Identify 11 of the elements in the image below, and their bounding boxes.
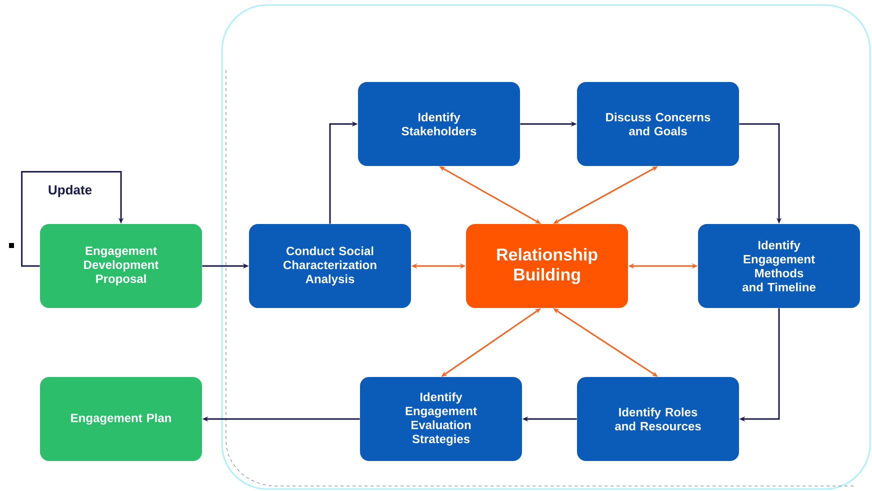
process-box: Engagement Development Proposal [40, 224, 202, 308]
process-box: Identify Engagement Evaluation Strategies [360, 377, 522, 461]
terminal-box: Engagement Plan [40, 377, 202, 461]
edge-label: Update [46, 184, 94, 198]
process-box: Identify Roles and Resources [577, 377, 739, 461]
central-box: Relationship Building [466, 224, 628, 308]
arrow [21, 171, 124, 267]
process-box: Identify Stakeholders [358, 82, 520, 166]
process-box: Identify Engagement Methods and Timeline [698, 224, 860, 308]
process-box: Conduct Social Characterization Analysis [249, 224, 411, 308]
process-box: Discuss Concerns and Goals [577, 82, 739, 166]
